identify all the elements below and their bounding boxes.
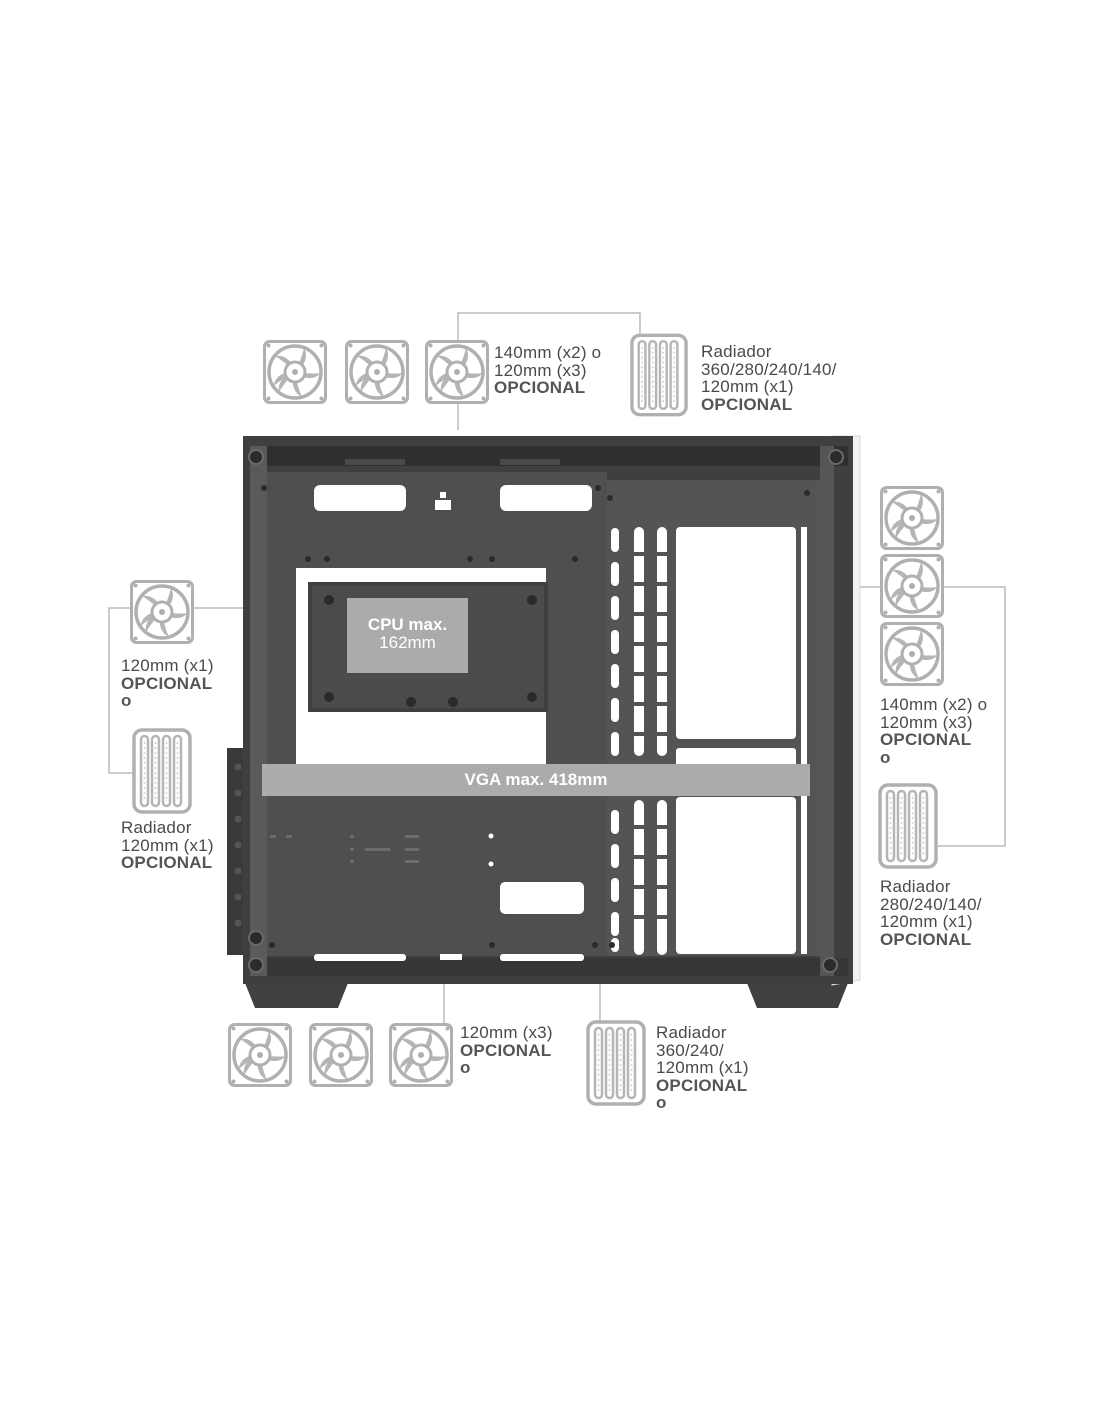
bottom-fans-line2: OPCIONAL <box>460 1040 552 1060</box>
rear-fan-icon <box>130 580 194 644</box>
bottom-fans-label: 120mm (x3) OPCIONAL o <box>460 1024 553 1077</box>
rear-fan-label: 120mm (x1) OPCIONAL o <box>121 657 214 710</box>
bottom-fan-1 <box>228 1023 292 1087</box>
top-fans-line3: OPCIONAL <box>494 378 586 397</box>
front-fan-1 <box>880 486 944 550</box>
pc-case <box>227 435 861 1008</box>
bottom-fan-3 <box>389 1023 453 1087</box>
top-fans-label: 140mm (x2) o 120mm (x3) OPCIONAL <box>494 344 601 397</box>
top-fans-line1: 140mm (x2) o <box>494 343 602 362</box>
rear-radiator-line2: 120mm (x1) <box>121 835 214 855</box>
bottom-radiator-label: Radiador 360/240/ 120mm (x1) OPCIONAL o <box>656 1024 749 1112</box>
front-radiator-line3: 120mm (x1) <box>880 912 973 931</box>
front-fans-line4: o <box>880 747 891 767</box>
top-fan-3 <box>425 340 489 404</box>
top-radiator-icon <box>630 333 688 417</box>
rear-radiator-icon <box>132 728 192 814</box>
rear-radiator-line1: Radiador <box>121 818 192 837</box>
rear-radiator-line3: OPCIONAL <box>121 853 213 872</box>
top-fan-2 <box>345 340 409 404</box>
bottom-fans-line3: o <box>460 1058 471 1077</box>
front-fans-label: 140mm (x2) o 120mm (x3) OPCIONAL o <box>880 696 987 766</box>
front-fans-line1: 140mm (x2) o <box>880 695 988 714</box>
cpu-clearance-line2: 162mm <box>379 633 436 652</box>
cpu-clearance-line1: CPU max. <box>367 615 448 634</box>
rear-fan-line3: o <box>121 691 132 710</box>
cpu-clearance-label: CPU max. 162mm <box>347 616 468 652</box>
rear-fan-line1: 120mm (x1) <box>121 656 214 675</box>
bottom-radiator-line5: o <box>656 1093 667 1112</box>
front-radiator-line1: Radiador <box>880 877 951 896</box>
top-radiator-line2: 360/280/240/140/ <box>701 359 837 379</box>
bottom-fans-line1: 120mm (x3) <box>460 1023 553 1042</box>
front-radiator-label: Radiador 280/240/140/ 120mm (x1) OPCIONA… <box>880 878 982 948</box>
top-radiator-line3: 120mm (x1) <box>701 377 794 396</box>
rear-fan-line2: OPCIONAL <box>121 673 213 693</box>
vga-clearance-text: VGA max. 418mm <box>464 770 608 789</box>
front-fan-3 <box>880 622 944 686</box>
vga-clearance-label: VGA max. 418mm <box>262 770 810 790</box>
front-radiator-line2: 280/240/140/ <box>880 894 982 914</box>
front-fans-line3: OPCIONAL <box>880 730 972 749</box>
bottom-fan-2 <box>309 1023 373 1087</box>
front-fan-2 <box>880 554 944 618</box>
bottom-radiator-line2: 360/240/ <box>656 1040 724 1060</box>
front-fans-line2: 120mm (x3) <box>880 712 973 732</box>
top-fans-line2: 120mm (x3) <box>494 360 587 380</box>
bottom-radiator-line3: 120mm (x1) <box>656 1058 749 1077</box>
bottom-radiator-line1: Radiador <box>656 1023 727 1042</box>
top-radiator-line4: OPCIONAL <box>701 394 793 414</box>
top-radiator-label: Radiador 360/280/240/140/ 120mm (x1) OPC… <box>701 343 837 413</box>
bottom-radiator-line4: OPCIONAL <box>656 1075 748 1095</box>
bottom-radiator-icon <box>586 1020 646 1106</box>
front-radiator-icon <box>878 783 938 869</box>
top-radiator-line1: Radiador <box>701 342 772 361</box>
front-radiator-line4: OPCIONAL <box>880 929 972 949</box>
rear-radiator-label: Radiador 120mm (x1) OPCIONAL <box>121 819 214 872</box>
top-fan-1 <box>263 340 327 404</box>
